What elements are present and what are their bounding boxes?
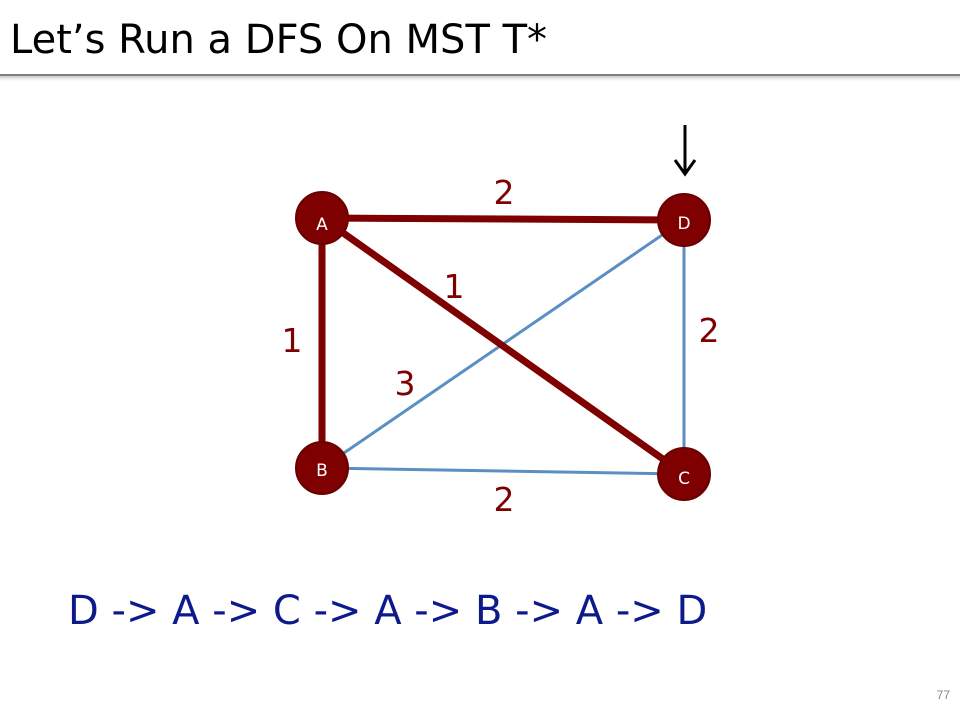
weight-d-c: 2 xyxy=(699,311,720,350)
title-rule-shadow xyxy=(0,75,960,81)
edge-a-d xyxy=(321,214,685,224)
page-number: 77 xyxy=(936,688,950,702)
weight-b-c: 2 xyxy=(494,480,515,519)
weight-a-d: 2 xyxy=(494,173,515,212)
slide-title: Let’s Run a DFS On MST T* xyxy=(10,17,548,63)
edge-b-c xyxy=(321,466,685,476)
edge-a-c xyxy=(319,215,687,477)
weight-b-d: 3 xyxy=(395,364,416,403)
node-d-label: D xyxy=(677,214,690,234)
dfs-traversal-order: D -> A -> C -> A -> B -> A -> D xyxy=(68,588,708,634)
node-c-label: C xyxy=(678,469,690,489)
start-arrow-icon xyxy=(673,125,697,177)
node-a-label: A xyxy=(316,215,328,235)
weight-a-b: 1 xyxy=(282,321,303,360)
title-rule xyxy=(0,74,960,76)
node-c: C xyxy=(657,447,711,501)
node-d: D xyxy=(657,193,711,247)
weight-a-c: 1 xyxy=(444,267,465,306)
node-a: A xyxy=(295,191,349,245)
node-b-label: B xyxy=(316,461,328,481)
node-b: B xyxy=(295,441,349,495)
